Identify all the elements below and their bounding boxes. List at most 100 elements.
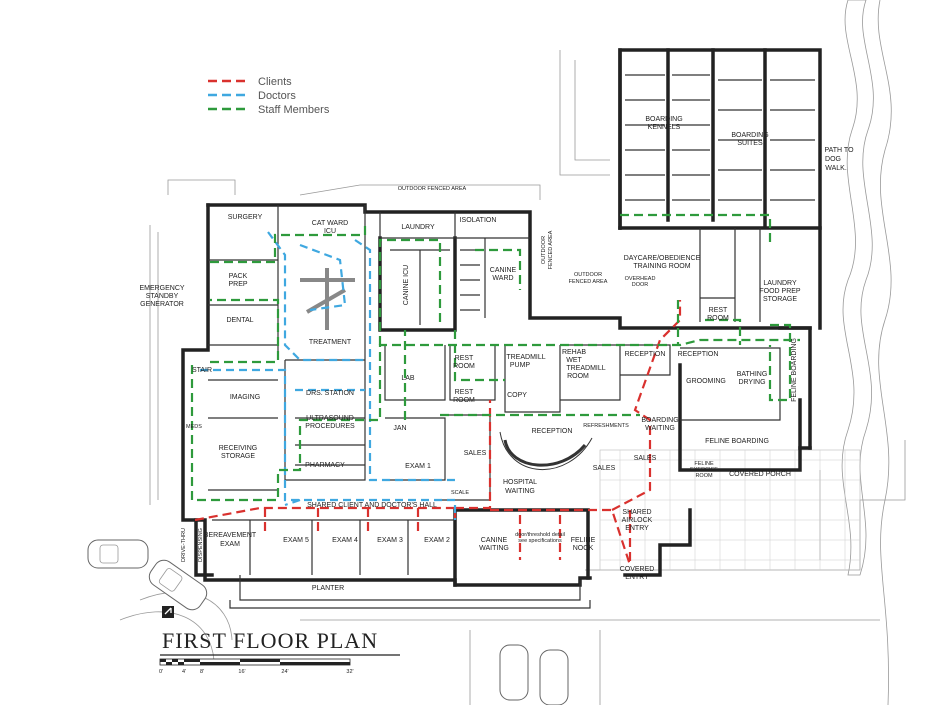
room-label: see specifications xyxy=(518,538,562,544)
room-label: REHAB xyxy=(562,349,586,356)
staff-path xyxy=(190,213,800,502)
room-label: GROOMING xyxy=(686,378,726,385)
room-labels: SURGERY CAT WARD ICU LAUNDRY ISOLATION O… xyxy=(139,116,854,592)
room-label: PHARMACY xyxy=(305,462,345,469)
room-label: PACK xyxy=(229,273,248,280)
room-label: DOG xyxy=(825,156,841,163)
room-label: TREATMENT xyxy=(309,339,352,346)
room-label: GENERATOR xyxy=(140,301,184,308)
room-label: DENTAL xyxy=(226,317,253,324)
room-label: COVERED PORCH xyxy=(729,471,791,478)
scale-tick: 16' xyxy=(238,669,245,675)
room-label: EXAM 4 xyxy=(332,537,358,544)
room-label: REFRESHMENTS xyxy=(583,423,629,429)
room-label: SUITES xyxy=(737,140,763,147)
room-label: EXAM 3 xyxy=(377,537,403,544)
room-label: STORAGE xyxy=(763,296,797,303)
room-label: CANINE xyxy=(481,537,508,544)
car-icon xyxy=(148,559,208,611)
room-label: SHARED xyxy=(622,509,651,516)
room-label: WAITING xyxy=(505,488,535,495)
room-label: FENCED AREA xyxy=(548,230,554,269)
room-label: door/threshold detail xyxy=(515,532,565,538)
doctors-path xyxy=(200,231,457,520)
room-label: PUMP xyxy=(510,362,531,369)
legend-label-staff: Staff Members xyxy=(258,104,330,116)
room-label: SCALE xyxy=(451,490,469,496)
room-label: LAUNDRY xyxy=(401,224,435,231)
room-label: STANDBY xyxy=(146,293,179,300)
room-label: RECEPTION xyxy=(678,351,719,358)
room-label: FELINE xyxy=(571,537,596,544)
room-label: BOARDING xyxy=(641,417,678,424)
room-label: STAIR xyxy=(192,367,212,374)
room-label: OUTDOOR xyxy=(574,272,602,278)
room-label: FELINE xyxy=(694,461,714,467)
room-label: PREP xyxy=(228,281,247,288)
room-label: ULTRASOUND xyxy=(306,415,354,422)
title-block: FIRST FLOOR PLAN 0' 4' 8' 16' 24' 32' xyxy=(159,628,400,675)
car-icon xyxy=(87,539,149,569)
room-label: AIRLOCK xyxy=(622,517,653,524)
site-context xyxy=(87,0,906,705)
room-label: DRS. STATION xyxy=(306,390,354,397)
room-label: PLANTER xyxy=(312,585,344,592)
room-label: WARD xyxy=(492,275,513,282)
room-label: EXERCISE xyxy=(690,467,718,473)
room-label: HOSPITAL xyxy=(503,479,537,486)
room-label: SHARED CLIENT AND DOCTOR'S HALL xyxy=(307,502,437,509)
room-label: OUTDOOR xyxy=(541,236,547,264)
room-label: ROOM xyxy=(453,397,475,404)
legend-label-doctors: Doctors xyxy=(258,90,296,102)
scale-tick: 8' xyxy=(200,669,204,675)
room-label: COVERED xyxy=(620,566,655,573)
scale-tick: 0' xyxy=(159,669,163,675)
scale-tick: 4' xyxy=(182,669,186,675)
room-label: REST xyxy=(709,307,728,314)
room-label: LAUNDRY xyxy=(763,280,797,287)
room-label: ROOM xyxy=(695,473,713,479)
room-label: LAB xyxy=(401,375,415,382)
room-label: FENCED AREA xyxy=(569,279,608,285)
room-label: PROCEDURES xyxy=(305,423,355,430)
room-label: WAITING xyxy=(645,425,675,432)
room-label: WET xyxy=(566,357,582,364)
room-label: ROOM xyxy=(567,373,589,380)
room-label: REST xyxy=(455,355,474,362)
plan-title: FIRST FLOOR PLAN xyxy=(162,628,378,653)
room-label: FOOD PREP xyxy=(759,288,801,295)
legend-label-clients: Clients xyxy=(258,76,292,88)
room-label: DOOR xyxy=(632,282,649,288)
room-label: EXAM 5 xyxy=(283,537,309,544)
room-label: KENNELS xyxy=(648,124,681,131)
room-label: RECEPTION xyxy=(625,351,666,358)
room-label: STORAGE xyxy=(221,453,255,460)
scale-tick: 32' xyxy=(346,669,353,675)
room-label: SALES xyxy=(464,450,487,457)
scale-tick: 24' xyxy=(281,669,288,675)
room-label: TRAINING ROOM xyxy=(633,263,690,270)
room-label: EXAM 1 xyxy=(405,463,431,470)
room-label: MEDS xyxy=(186,424,202,430)
room-label: DRIVE-THRU xyxy=(181,528,187,562)
room-label: TREADMILL xyxy=(506,354,545,361)
room-label: ENTRY xyxy=(625,525,649,532)
car-icon xyxy=(499,644,569,705)
room-label: ISOLATION xyxy=(460,217,497,224)
room-label: WAITING xyxy=(479,545,509,552)
room-label: BEREAVEMENT xyxy=(204,532,257,539)
room-label: JAN xyxy=(393,425,406,432)
room-label: WALK. xyxy=(825,165,847,172)
room-label: CAT WARD xyxy=(312,220,348,227)
building-walls xyxy=(181,48,822,609)
legend: Clients Doctors Staff Members xyxy=(208,76,330,116)
north-arrow-icon xyxy=(162,606,174,618)
room-label: RECEIVING xyxy=(219,445,258,452)
room-label: FELINE BOARDING xyxy=(705,438,769,445)
room-label: SURGERY xyxy=(228,214,263,221)
clients-path xyxy=(194,300,682,566)
room-label: PATH TO xyxy=(824,147,854,154)
room-label: SALES xyxy=(593,465,616,472)
room-label: CANINE xyxy=(490,267,517,274)
